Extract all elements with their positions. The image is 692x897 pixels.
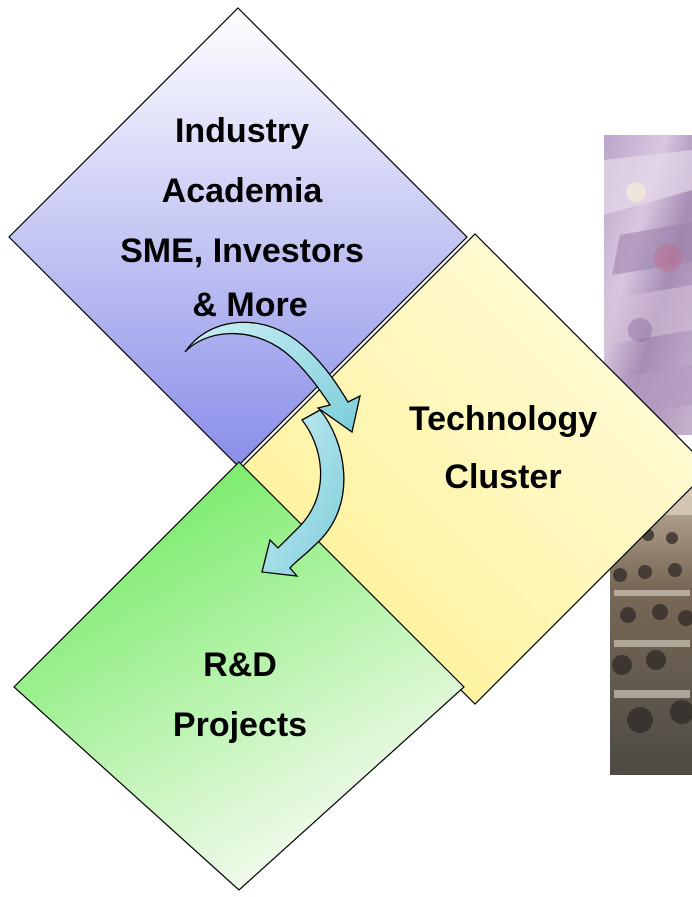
projects-line-1: R&D xyxy=(203,646,277,684)
flow-arrow-to-projects xyxy=(261,409,345,577)
technology-cluster-diamond xyxy=(239,233,692,705)
technology-cluster-label: Technology Cluster xyxy=(409,400,597,496)
stakeholders-line-2: Academia xyxy=(162,172,324,210)
stakeholders-label: Industry Academia SME, Investors & More xyxy=(120,112,364,324)
rd-projects-diamond xyxy=(13,461,465,891)
stakeholders-line-3: SME, Investors xyxy=(120,232,364,270)
stakeholders-line-1: Industry xyxy=(175,112,309,150)
cluster-line-2: Cluster xyxy=(444,458,561,496)
flow-arrow-to-cluster xyxy=(184,321,361,434)
stakeholders-line-4: & More xyxy=(192,286,307,324)
projects-line-2: Projects xyxy=(173,706,307,744)
rd-projects-label: R&D Projects xyxy=(173,646,307,744)
cluster-line-1: Technology xyxy=(409,400,597,438)
